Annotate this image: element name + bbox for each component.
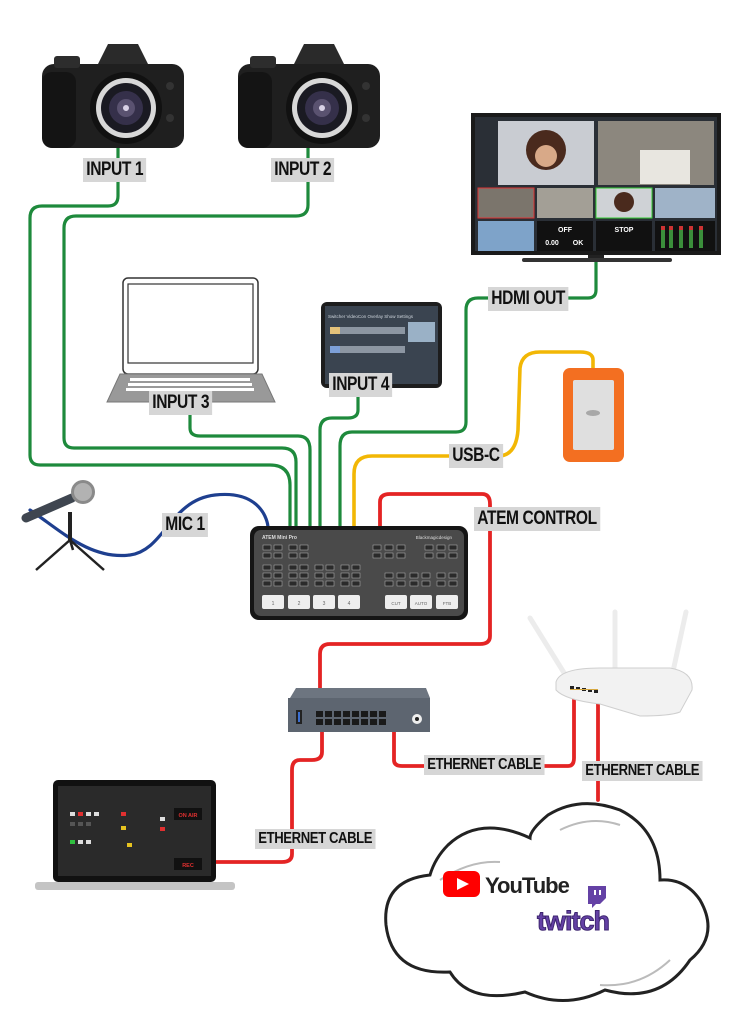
camera-2-icon — [238, 44, 380, 148]
label-input-1: INPUT 1 — [83, 158, 147, 182]
twitch-glitch-icon — [588, 886, 606, 908]
cable-input-1 — [28, 144, 292, 530]
cable-atem-control — [318, 492, 492, 724]
control-rec-indicator: REC — [182, 863, 194, 869]
label-hdmi-out: HDMI OUT — [488, 287, 569, 311]
youtube-wordmark: YouTube — [485, 873, 570, 898]
youtube-logo-icon — [443, 871, 480, 897]
label-input-3: INPUT 3 — [149, 391, 213, 415]
cable-hdmi-out — [338, 260, 598, 530]
monitor-readout-time: 0.00 — [545, 240, 559, 247]
multiview-monitor-icon — [471, 113, 721, 262]
atem-ftb-button[interactable] — [436, 595, 458, 609]
atem-ftb-label: FTB — [443, 601, 452, 606]
control-laptop-icon — [35, 780, 235, 890]
label-ethernet-switch-laptop: ETHERNET CABLE — [255, 829, 376, 849]
laptop-icon — [106, 277, 276, 403]
atem-input-4-label: 4 — [348, 601, 351, 607]
atem-auto-button[interactable] — [410, 595, 432, 609]
cloud-icon — [384, 802, 710, 1002]
tablet-icon — [321, 302, 442, 388]
atem-input-1-label: 1 — [272, 601, 275, 607]
label-usb-c: USB-C — [449, 444, 503, 468]
atem-input-3-label: 3 — [323, 601, 326, 607]
cable-input-3 — [188, 412, 312, 530]
cable-input-4 — [318, 394, 360, 530]
cable-input-2 — [62, 144, 310, 530]
atem-auto-label: AUTO — [415, 601, 428, 606]
camera-1-icon — [42, 44, 184, 148]
twitch-wordmark: twitch — [537, 906, 609, 936]
atem-model-name: ATEM Mini Pro — [262, 535, 297, 541]
label-input-4: INPUT 4 — [329, 373, 393, 397]
label-ethernet-switch-router: ETHERNET CABLE — [424, 755, 545, 775]
atem-brand: Blackmagicdesign — [416, 535, 453, 540]
cable-switch-to-laptop — [212, 720, 324, 864]
control-on-air-indicator: ON AIR — [178, 813, 197, 819]
atem-input-button-2[interactable] — [288, 595, 310, 609]
cable-usb-c — [352, 350, 595, 530]
atem-cut-label: CUT — [391, 601, 400, 606]
atem-input-buttons — [262, 595, 458, 609]
microphone-icon — [21, 480, 105, 571]
atem-input-button-4[interactable] — [338, 595, 360, 609]
atem-input-button-1[interactable] — [262, 595, 284, 609]
atem-input-2-label: 2 — [298, 601, 301, 607]
tablet-tabs: Switcher VideoCon Overlay Show Settings — [328, 314, 414, 319]
atem-cut-button[interactable] — [385, 595, 407, 609]
network-switch-icon — [288, 688, 430, 732]
label-ethernet-router-cloud: ETHERNET CABLE — [582, 761, 703, 781]
atem-input-button-3[interactable] — [313, 595, 335, 609]
label-input-2: INPUT 2 — [271, 158, 335, 182]
label-mic-1: MIC 1 — [162, 513, 209, 537]
monitor-tile-stop: STOP — [615, 227, 634, 234]
external-drive-icon — [563, 368, 624, 462]
label-atem-control: ATEM CONTROL — [474, 507, 600, 531]
monitor-tile-off: OFF — [558, 227, 573, 234]
monitor-readout-status: OK — [573, 240, 584, 247]
wireless-router-icon — [527, 609, 693, 717]
